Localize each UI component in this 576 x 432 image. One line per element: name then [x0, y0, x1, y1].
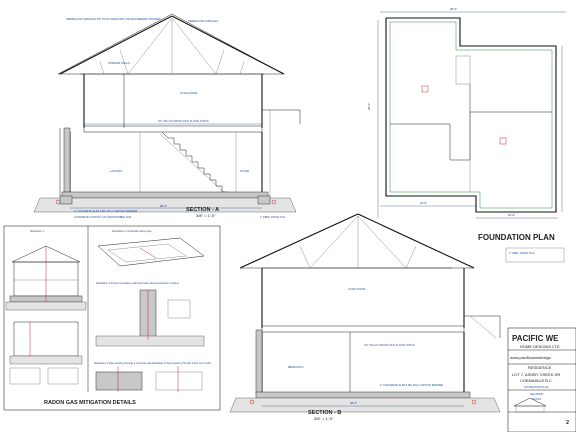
plan-legend-box: [505, 247, 565, 263]
label-living-room-a: LIVING ROOM: [180, 91, 197, 95]
label-bedroom-b: BEDROOM 3: [288, 365, 304, 369]
note-drain-a: 4" PERF. DRAIN TILE: [260, 215, 286, 219]
section-a-scale: 3/8" = 1'-0": [196, 213, 216, 218]
label-laundry: LAUNDRY: [110, 169, 123, 173]
radon-illustration-5-label: Illustration 5 Pipe passing through a fl…: [152, 361, 212, 365]
title-project: RESIDENCE: [528, 365, 552, 370]
label-foyer: FOYER: [240, 169, 249, 173]
dim-section-a-width: 38'-0": [160, 204, 167, 208]
note-floor-b: 3/4" T&G PLYWOOD 2X10 FLOOR JOISTS: [364, 343, 415, 347]
section-b-scale: 3/8" = 1'-0": [314, 416, 334, 421]
dim-plan-width: 48'-0": [450, 7, 457, 11]
title-city: CHEMAINUS B.C.: [520, 378, 553, 383]
radon-illustration-2-label: Illustration 2 Underside radon pipe: [112, 229, 152, 233]
title-block: [507, 327, 576, 432]
section-a-title: SECTION - A: [186, 207, 219, 213]
radon-details-panel: [3, 225, 221, 411]
title-sheet-desc: FOUNDATION PLAN: [524, 385, 549, 389]
title-website: www.pacificwestdesign: [510, 355, 551, 360]
title-lot: LOT 7, ASHBY CREEK DR: [512, 372, 560, 377]
note-roof-a2: FIBERGLASS SHINGLES: [188, 19, 218, 23]
note-roof-a: FIBERGLASS SHINGLES 5/8" ROOF SHEATHING …: [66, 17, 161, 21]
label-living-room-b: LIVING ROOM: [348, 287, 365, 291]
radon-illustration-3-label: Illustration 3 Interior foundation wall …: [96, 281, 180, 285]
note-floor-a: 3/4" T&G PLYWOOD 2X10 FLOOR JOISTS: [158, 119, 209, 123]
dim-plan-bottom-right: 16'-0": [508, 213, 515, 217]
radon-illustration-1-label: Illustration 1: [30, 229, 45, 233]
note-slab-a: 4" CONCRETE SLAB 6 MIL POLY VAPOUR BARRI…: [74, 209, 137, 213]
radon-title: RADON GAS MITIGATION DETAILS: [44, 400, 136, 406]
note-insulation-a: INTERIOR WALLS: [108, 61, 130, 65]
foundation-plan-drawing: [377, 11, 566, 219]
dim-section-b-width: 48'-0": [350, 401, 357, 405]
section-a-drawing: [33, 13, 301, 213]
title-sheet-desc2: SECTIONS: [530, 392, 544, 396]
plan-legend-text: 4" PERF. DRAIN TILE: [509, 251, 535, 255]
section-b-title: SECTION - B: [308, 410, 341, 416]
note-slab-b: 4" CONCRETE SLAB 6 MIL POLY VAPOUR BARRI…: [380, 383, 443, 387]
title-sheet-desc3: NOTES: [532, 397, 541, 401]
title-subtitle: HOME DESIGNS LTD.: [520, 344, 561, 349]
note-footing-a: CONCRETE FOOTING ON UNDISTURBED SOIL: [74, 215, 132, 219]
dim-plan-bottom-left: 24'-6": [420, 201, 427, 205]
dim-plan-depth: 38'-0": [367, 103, 371, 110]
section-b-drawing: [229, 213, 501, 413]
foundation-plan-title: FOUNDATION PLAN: [478, 233, 555, 242]
title-sheet-number: 2: [566, 420, 569, 426]
radon-illustration-4-label: Illustration 4 Pipe passing through a co…: [94, 361, 152, 365]
title-company: PACIFIC WE: [512, 334, 559, 343]
